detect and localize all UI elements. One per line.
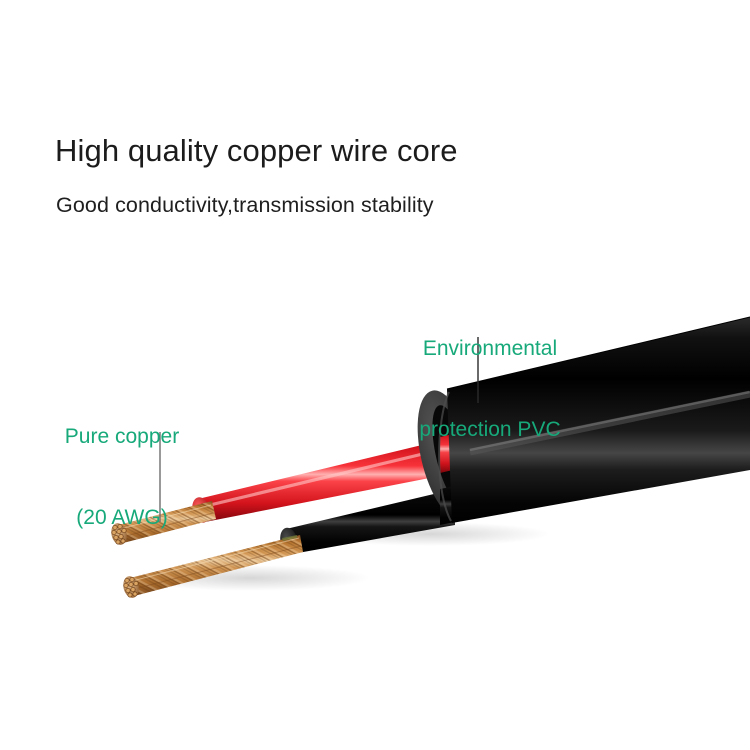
page-title: High quality copper wire core: [55, 133, 458, 168]
copper-strands-upper: [111, 501, 216, 545]
callout-copper-line1: Pure copper: [64, 425, 180, 448]
callout-label-pvc: Environmental protection PVC: [400, 281, 580, 497]
strand-ends-lower: [123, 576, 139, 598]
strand-ends-upper: [111, 523, 127, 545]
callout-pvc-line1: Environmental: [422, 337, 558, 360]
callout-copper-line2: (20 AWG): [76, 506, 168, 529]
red-conductor: [111, 437, 455, 545]
copper-strands-lower: [123, 535, 303, 598]
callout-pvc-line2: protection PVC: [419, 418, 561, 441]
pvc-jacket: [417, 316, 750, 525]
black-conductor: [123, 489, 455, 598]
callout-label-copper: Pure copper (20 AWG): [52, 369, 192, 585]
page-subtitle: Good conductivity,transmission stability: [56, 193, 434, 217]
